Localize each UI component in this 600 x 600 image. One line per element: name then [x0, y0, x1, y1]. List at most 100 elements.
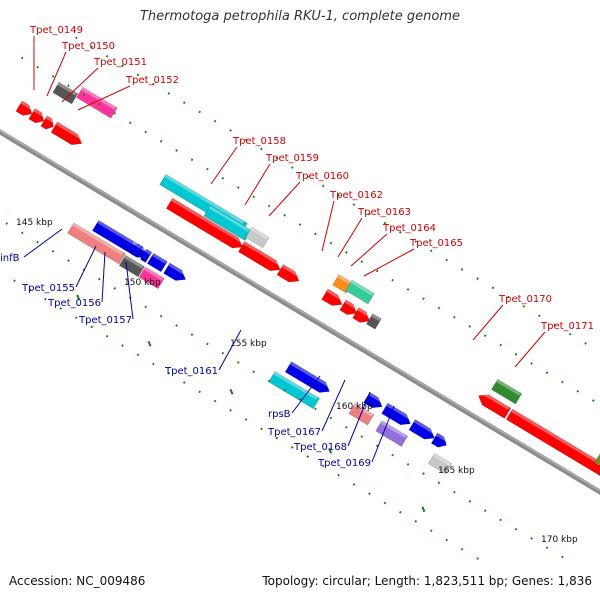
gene-0159b[interactable]: [238, 241, 283, 274]
gene-0162-highlight: [350, 280, 374, 296]
tick-mark: [298, 223, 302, 226]
gene-label-top[interactable]: Tpet_0170: [498, 294, 552, 305]
gene-0165[interactable]: [366, 313, 382, 330]
tick-mark: [175, 324, 178, 327]
gene-0160-highlight: [250, 227, 269, 240]
gene-label-top[interactable]: Tpet_0152: [125, 75, 179, 86]
gene-label-top[interactable]: Tpet_0160: [295, 171, 349, 182]
gene-0162[interactable]: [345, 279, 375, 305]
tick-mark: [190, 158, 194, 162]
label-leader-line: [363, 248, 415, 277]
tick-mark: [545, 371, 549, 375]
gene-0160[interactable]: [245, 226, 270, 249]
gene-0157[interactable]: [138, 266, 165, 289]
gene-0168b-highlight: [435, 432, 450, 443]
tick-mark: [414, 240, 418, 243]
tick-mark: [360, 260, 364, 263]
label-leader-line: [46, 51, 67, 97]
gene-0151a[interactable]: [15, 100, 35, 119]
gene-0158b[interactable]: [165, 197, 245, 252]
tick-mark: [576, 389, 580, 393]
gene-label-bottom[interactable]: infB: [0, 253, 20, 264]
gene-0168b[interactable]: [430, 432, 449, 450]
gene-0163b[interactable]: [339, 299, 360, 319]
tick-mark: [337, 193, 340, 197]
gene-0169[interactable]: [428, 452, 453, 475]
gene-grey-0149[interactable]: [52, 81, 79, 105]
tick-mark: [491, 286, 495, 290]
gene-0164[interactable]: [352, 307, 373, 327]
gene-rpsB-b[interactable]: [381, 402, 414, 429]
gene-label-top[interactable]: Tpet_0150: [61, 41, 115, 52]
gene-0151c[interactable]: [40, 115, 57, 132]
genome-backbone-highlight: [0, 129, 600, 492]
tick-mark: [105, 55, 109, 58]
tick-mark: [121, 344, 124, 347]
gene-olive[interactable]: [594, 452, 600, 469]
tick-mark: [51, 75, 55, 78]
gene-0158b-highlight: [170, 198, 243, 243]
gene-label-top[interactable]: Tpet_0149: [29, 25, 83, 36]
gene-0163b-highlight: [344, 299, 360, 311]
label-leader-line: [75, 245, 97, 288]
scale-label: 170 kbp: [541, 535, 578, 545]
gene-0157-highlight: [143, 266, 164, 281]
gene-0156b-highlight: [168, 263, 188, 277]
gene-label-bottom[interactable]: Tpet_0155: [21, 283, 75, 294]
tick-mark: [383, 501, 387, 505]
gene-0155[interactable]: [67, 222, 126, 265]
gene-label-top[interactable]: Tpet_0163: [357, 207, 411, 218]
gene-label-bottom[interactable]: Tpet_0167: [267, 427, 321, 438]
tick-mark: [445, 258, 448, 262]
gene-0163[interactable]: [321, 288, 345, 310]
tick-mark: [422, 297, 425, 301]
gene-0167[interactable]: [375, 420, 409, 447]
gene-label-top[interactable]: Tpet_0162: [329, 190, 383, 201]
gene-0150[interactable]: [76, 86, 118, 119]
gene-0152[interactable]: [50, 121, 85, 149]
gene-0171[interactable]: [505, 408, 600, 486]
gene-label-bottom[interactable]: Tpet_0156: [47, 298, 101, 309]
gene-0161b[interactable]: [284, 361, 332, 397]
gene-0170[interactable]: [491, 378, 523, 405]
gene-0167b[interactable]: [408, 419, 437, 444]
gene-label-bottom[interactable]: Tpet_0169: [317, 458, 371, 469]
gene-label-bottom[interactable]: rpsB: [268, 409, 291, 420]
gene-label-top[interactable]: Tpet_0159: [265, 153, 319, 164]
tick-mark: [59, 307, 63, 310]
gene-0155b[interactable]: [128, 241, 143, 258]
gene-0156[interactable]: [146, 252, 168, 273]
gene-0161[interactable]: [268, 371, 320, 410]
gene-0150-highlight: [81, 87, 116, 110]
tick-mark: [206, 167, 209, 171]
gene-0152-highlight: [55, 122, 84, 141]
tick-mark: [213, 399, 217, 403]
gene-0151b[interactable]: [28, 108, 47, 126]
gene-0161-highlight: [273, 371, 318, 400]
gene-label-bottom[interactable]: Tpet_0168: [293, 442, 347, 453]
gene-label-top[interactable]: Tpet_0171: [540, 321, 594, 332]
gene-label-top[interactable]: Tpet_0164: [382, 223, 436, 234]
gene-label-top[interactable]: Tpet_0158: [232, 136, 286, 147]
gene-label-bottom[interactable]: Tpet_0157: [78, 315, 132, 326]
tick-mark: [399, 510, 402, 514]
tick-mark: [98, 277, 101, 281]
major-tick-mark: [421, 506, 426, 513]
gene-label-top[interactable]: Tpet_0165: [409, 238, 463, 249]
gene-0170b[interactable]: [475, 391, 512, 419]
tick-mark: [368, 212, 371, 216]
gene-label-top[interactable]: Tpet_0151: [93, 57, 147, 68]
gene-label-bottom[interactable]: Tpet_0161: [164, 366, 218, 377]
gene-0159[interactable]: [203, 205, 252, 241]
tick-mark: [437, 481, 441, 485]
gene-0156b[interactable]: [163, 262, 189, 285]
tick-mark: [368, 492, 371, 496]
gene-0157a[interactable]: [118, 254, 145, 278]
tick-mark: [144, 305, 147, 309]
tick-mark: [182, 101, 186, 104]
gene-0160b[interactable]: [276, 264, 302, 287]
gene-0156a[interactable]: [137, 247, 153, 263]
scale-label: 165 kbp: [438, 466, 475, 476]
tick-mark: [545, 546, 549, 550]
tick-mark: [182, 381, 186, 384]
